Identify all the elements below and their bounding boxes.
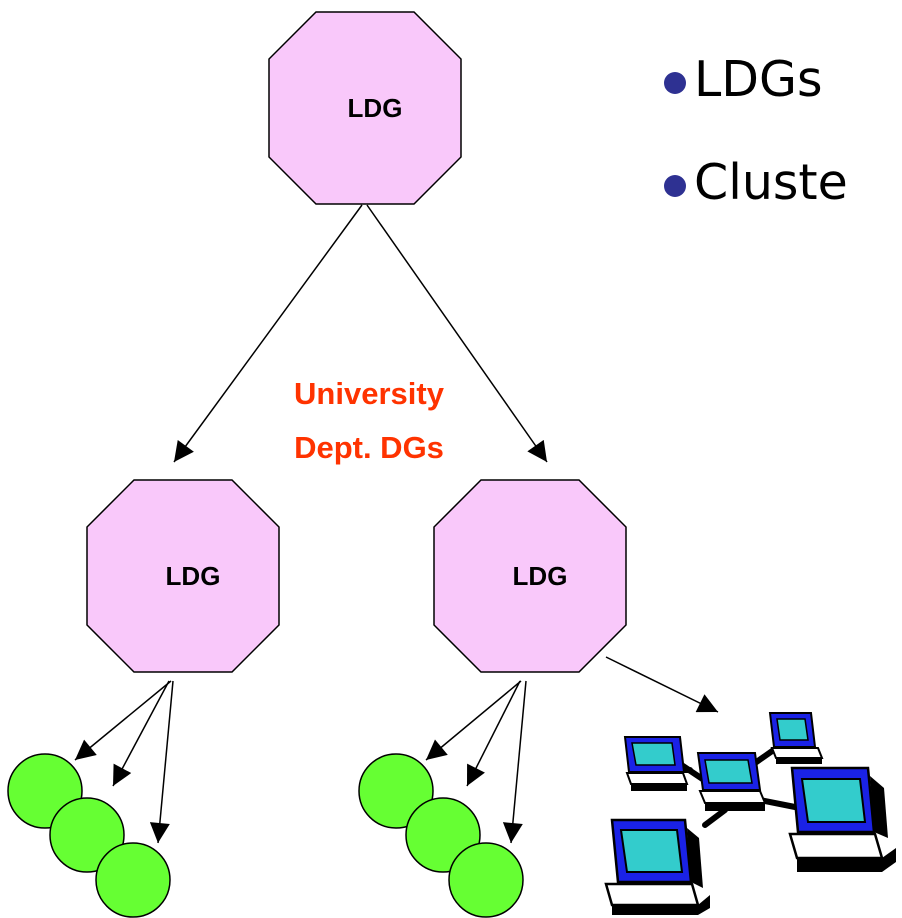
member-group-left: [7, 753, 171, 918]
ldg-label-left: LDG: [166, 561, 221, 591]
ldg-octagon-top: [268, 11, 462, 205]
ldg-node-left: LDG: [86, 479, 280, 673]
caption-line-2: Dept. DGs: [294, 430, 444, 465]
arrow-right-to-member-3: [502, 680, 527, 844]
ldg-label-top: LDG: [348, 93, 403, 123]
arrow-right-to-member-2: [466, 680, 521, 787]
member-circle-icon: [358, 753, 434, 829]
bullet-item-ldgs: LDGs: [664, 55, 848, 158]
member-circle-icon: [95, 842, 171, 918]
bullet-list: LDGs Cluste: [664, 55, 848, 261]
member-circle-icon: [49, 797, 125, 873]
bullet-item-cluster: Cluste: [664, 158, 848, 261]
computer-icon: [788, 766, 896, 872]
bullet-text: LDGs: [694, 51, 823, 108]
ldg-node-top: LDG: [268, 11, 462, 205]
arrow-left-to-member-3: [149, 680, 174, 844]
bullet-text: Cluste: [694, 154, 848, 211]
arrow-right-to-cluster: [605, 656, 719, 713]
computer-icon: [623, 736, 689, 791]
bullet-dot-icon: [664, 175, 686, 197]
arrow-left-to-member-1: [74, 680, 172, 761]
arrow-right-to-member-1: [425, 680, 522, 761]
arrow-left-to-member-2: [112, 680, 170, 787]
ldg-octagon-right: [433, 479, 627, 673]
computer-icon: [604, 818, 710, 915]
bullet-dot-icon: [664, 72, 686, 94]
computer-icon: [768, 712, 824, 764]
ldg-node-right: LDG: [433, 479, 627, 673]
networked-computers-icon: [604, 712, 896, 915]
member-group-right: [358, 753, 524, 918]
ldg-octagon-left: [86, 479, 280, 673]
ldg-label-right: LDG: [513, 561, 568, 591]
member-circle-icon: [448, 842, 524, 918]
caption-line-1: University: [294, 376, 445, 411]
arrow-top-to-left: [173, 204, 363, 463]
computer-icon: [696, 752, 767, 811]
arrow-top-to-right: [366, 204, 548, 463]
